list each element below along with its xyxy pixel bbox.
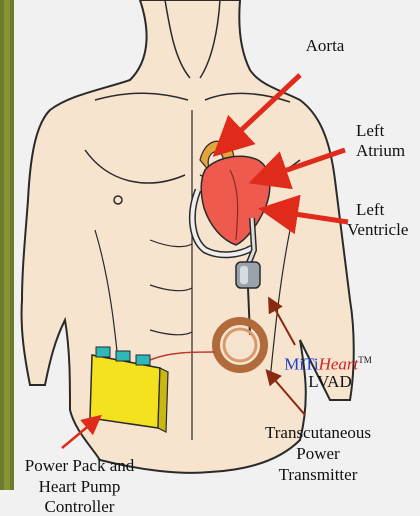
label-lvad: LVAD xyxy=(290,371,370,392)
label-left-ventricle-line1: Left xyxy=(356,199,420,220)
label-power-pack-line1: Power Pack and xyxy=(2,455,157,476)
battery-cap-1 xyxy=(96,347,110,357)
label-transcutaneous-line2: Power xyxy=(248,443,388,464)
label-transcutaneous-line3: Transmitter xyxy=(248,464,388,485)
label-aorta: Aorta xyxy=(290,35,360,56)
battery-cap-3 xyxy=(136,355,150,365)
label-left-ventricle-line2: Ventricle xyxy=(347,219,420,240)
battery-cap-2 xyxy=(116,351,130,361)
battery-side xyxy=(158,368,168,432)
torso-outline xyxy=(22,0,354,473)
label-left-atrium-line1: Left xyxy=(356,120,420,141)
label-power-pack-line3: Controller xyxy=(2,496,157,516)
label-transcutaneous-line1: Transcutaneous xyxy=(248,422,388,443)
left-photo-highlight xyxy=(4,0,10,490)
lvad-pump-highlight xyxy=(240,266,248,284)
battery-pack xyxy=(90,355,160,428)
label-power-pack-line2: Heart Pump xyxy=(2,476,157,497)
label-left-atrium-line2: Atrium xyxy=(356,140,420,161)
label-miti-tm: TM xyxy=(358,355,372,365)
